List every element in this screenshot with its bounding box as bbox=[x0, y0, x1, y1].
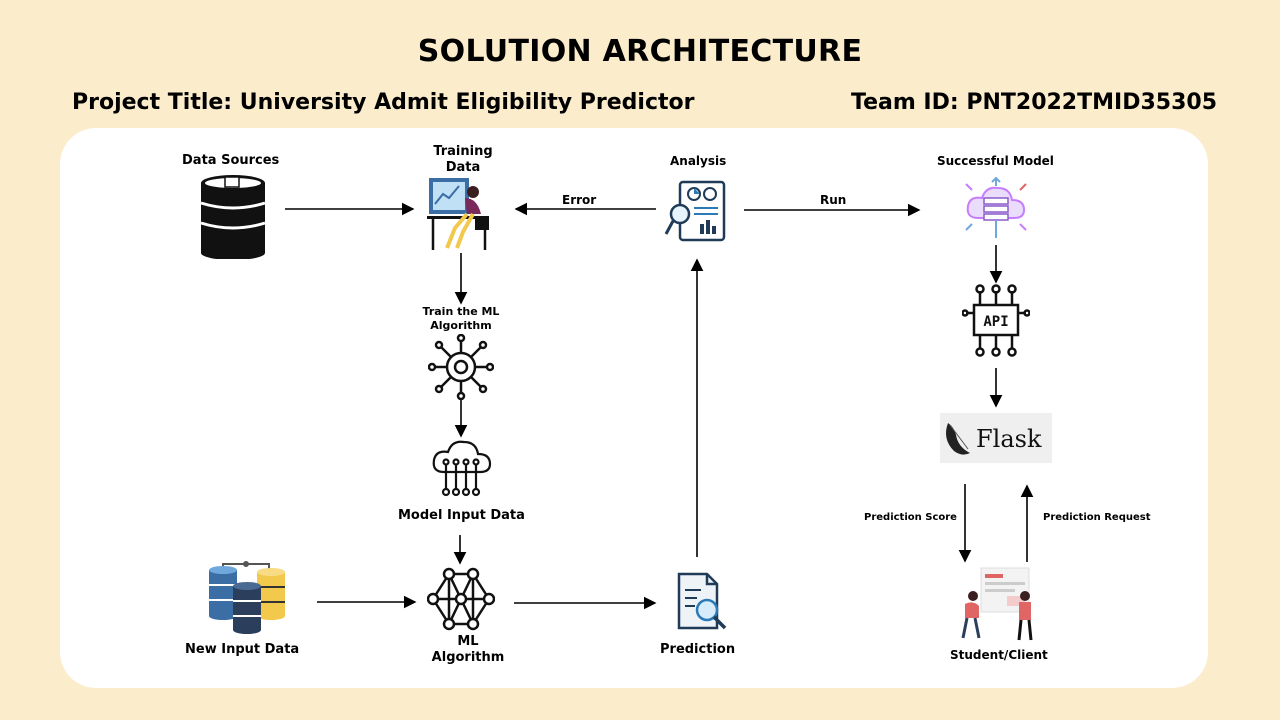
node-label-new-input-data: New Input Data bbox=[185, 642, 300, 657]
cloud-circuit-icon bbox=[432, 440, 492, 497]
document-search-icon bbox=[677, 572, 727, 630]
node-label-student-client: Student/Client bbox=[950, 648, 1048, 662]
analysis-report-icon bbox=[664, 180, 726, 242]
node-label-model-input-data: Model Input Data bbox=[398, 508, 525, 523]
edge-label-prediction-request: Prediction Request bbox=[1043, 512, 1151, 523]
node-label-ml-algorithm: ML Algorithm bbox=[420, 634, 516, 667]
train-ml-line2: Algorithm bbox=[430, 318, 492, 332]
ml-algorithm-line1: ML bbox=[457, 634, 479, 649]
student-client-illustration bbox=[961, 567, 1033, 641]
databases-icon bbox=[209, 561, 285, 634]
node-label-successful-model: Successful Model bbox=[937, 154, 1054, 168]
edge-label-run: Run bbox=[820, 193, 847, 207]
node-label-training-data: Training Data bbox=[420, 144, 506, 177]
team-id: Team ID: PNT2022TMID35305 bbox=[851, 90, 1217, 115]
api-icon: API bbox=[962, 284, 1030, 357]
train-ml-line1: Train the ML bbox=[422, 305, 500, 318]
api-icon-text: API bbox=[983, 314, 1008, 330]
training-data-line1: Training bbox=[433, 144, 493, 159]
flask-logo-text: Flask bbox=[976, 425, 1042, 453]
node-label-data-sources: Data Sources bbox=[182, 153, 280, 168]
training-data-line2: Data bbox=[445, 160, 481, 176]
project-title: Project Title: University Admit Eligibil… bbox=[72, 90, 695, 115]
node-label-prediction: Prediction bbox=[660, 642, 736, 657]
person-at-desk-icon bbox=[427, 178, 489, 250]
edge-label-prediction-score: Prediction Score bbox=[864, 512, 957, 523]
node-label-analysis: Analysis bbox=[670, 154, 727, 168]
ml-algorithm-line2: Algorithm bbox=[431, 650, 505, 666]
neural-network-icon bbox=[427, 567, 495, 631]
cloud-server-icon bbox=[965, 176, 1027, 238]
flask-horn-icon: Flask bbox=[946, 423, 1042, 455]
gear-network-icon bbox=[428, 334, 494, 400]
flask-logo: Flask bbox=[940, 413, 1052, 463]
database-icon bbox=[200, 175, 266, 259]
node-label-train-ml: Train the ML Algorithm bbox=[410, 305, 512, 333]
edge-label-error: Error bbox=[562, 193, 597, 207]
page-title: SOLUTION ARCHITECTURE bbox=[417, 34, 863, 69]
